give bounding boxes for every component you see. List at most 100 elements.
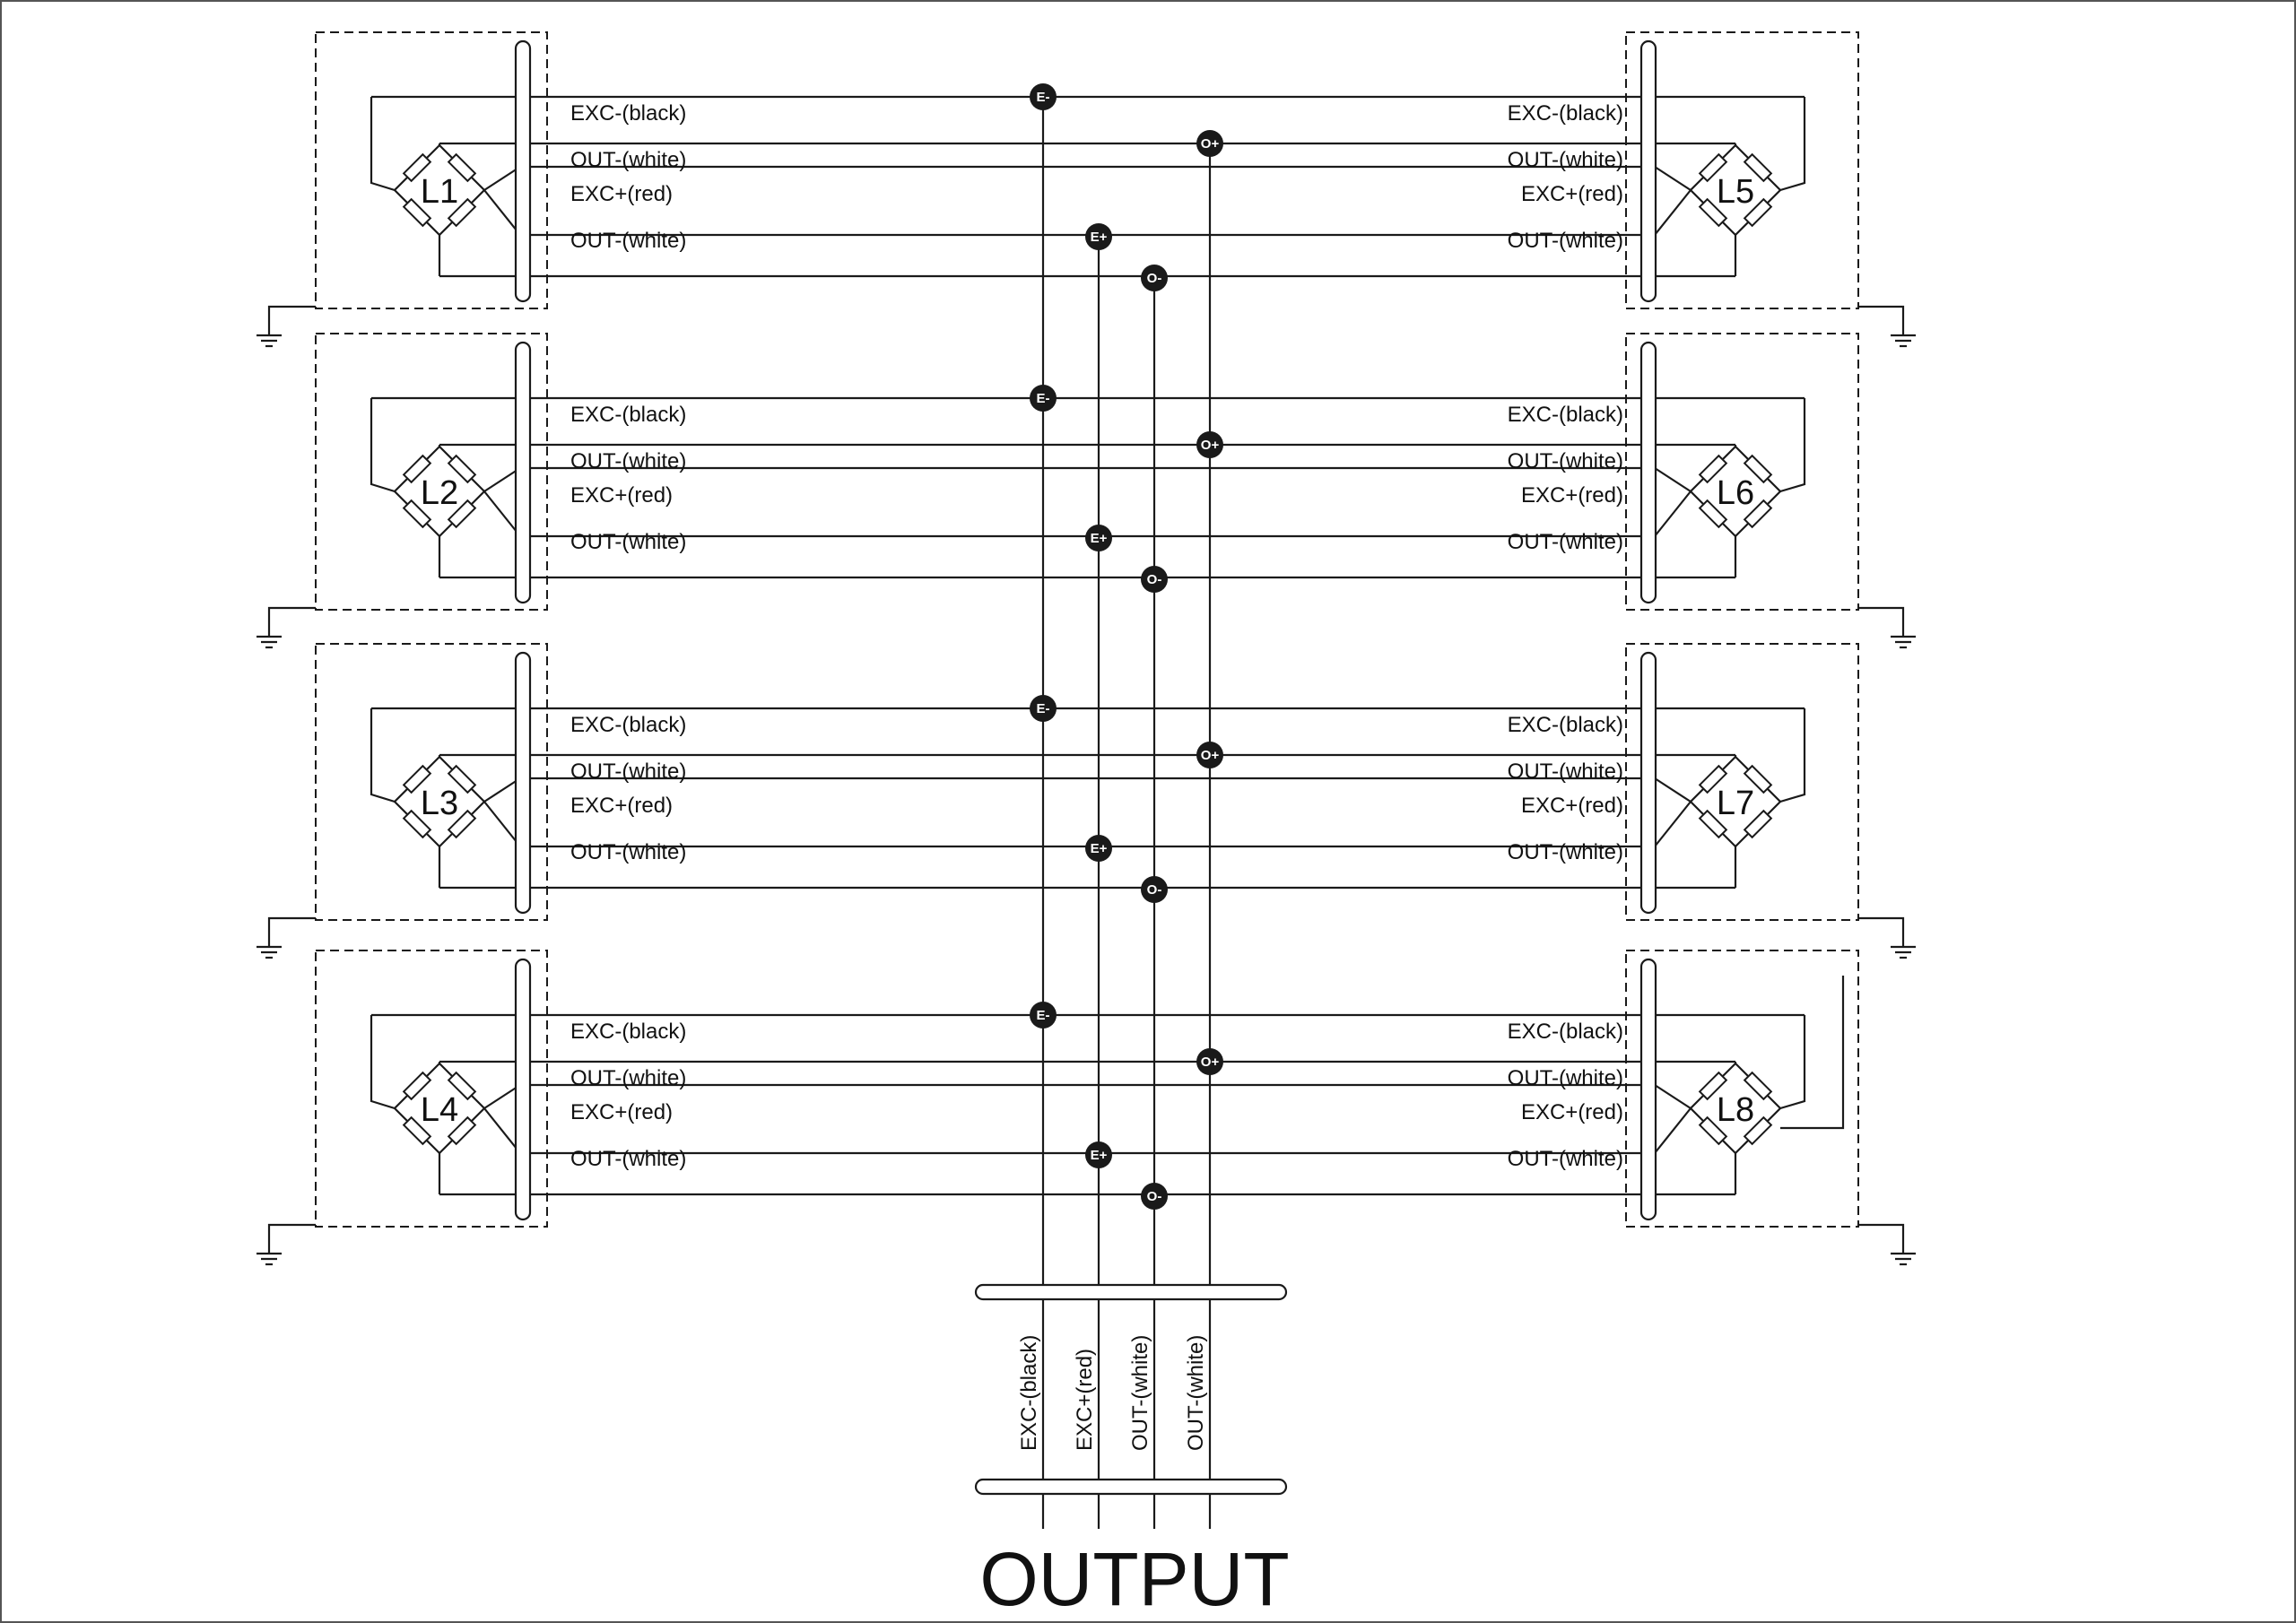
wire-label: OUT-(white): [570, 449, 686, 473]
cell-l6-resistor: [1698, 499, 1728, 529]
o-plus-node-label: O+: [1201, 748, 1220, 763]
cell-l6-shield: [1639, 341, 1657, 604]
wire-label: EXC+(red): [570, 182, 673, 206]
e-minus-node-label: E-: [1037, 1008, 1050, 1023]
cell-l5-resistor: [1743, 152, 1773, 183]
cell-l8-resistor: [1698, 1115, 1728, 1146]
cell-l1-label: L1: [421, 173, 458, 211]
cell-l6-ground-wire: [1858, 606, 1905, 619]
cell-l4-resistor: [402, 1115, 432, 1146]
cell-l4-shield: [514, 958, 532, 1221]
cell-l3-resistor: [402, 809, 432, 839]
wire-label: EXC-(black): [1508, 101, 1623, 126]
e-plus-node: [1085, 223, 1112, 250]
cell-l7-shield: [1639, 651, 1657, 915]
e-plus-node: [1085, 1141, 1112, 1168]
cell-l7-exc-lead: [1779, 708, 1806, 803]
o-plus-node: [1196, 431, 1223, 458]
e-minus-node-label: E-: [1037, 701, 1050, 716]
cell-l4-exc-lead: [370, 1015, 396, 1110]
wire-label: EXC+(red): [570, 483, 673, 508]
wire-label: OUT-(white): [570, 840, 686, 864]
cell-l5-housing: [1625, 31, 1859, 309]
cell-l4-exc-lead: [483, 1107, 521, 1154]
o-minus-node-label: O-: [1147, 572, 1162, 587]
o-minus-node: [1141, 1183, 1168, 1210]
cell-l7-ground-wire: [1858, 916, 1905, 929]
cell-l7-resistor: [1698, 809, 1728, 839]
cell-l6-exc-lead: [1779, 398, 1806, 493]
o-minus-node-label: O-: [1147, 271, 1162, 286]
wire-label: OUT-(white): [1508, 759, 1623, 784]
o-plus-node: [1196, 742, 1223, 768]
wiring-group: [257, 31, 1916, 1529]
wire-label: OUT-(white): [1508, 840, 1623, 864]
cell-l4-resistor: [447, 1071, 477, 1101]
cell-l3-exc-lead: [483, 777, 521, 803]
cell-l8-exc-lead: [1654, 1107, 1692, 1154]
o-minus-node: [1141, 265, 1168, 291]
cell-l2-resistor: [447, 499, 477, 529]
cell-l2-exc-lead: [370, 398, 396, 493]
cell-l3-exc-lead: [370, 708, 396, 803]
e-minus-node: [1030, 695, 1057, 722]
wire-label: OUT-(white): [1508, 148, 1623, 172]
cell-l3-resistor: [447, 809, 477, 839]
o-minus-node: [1141, 876, 1168, 903]
e-plus-node-label: E+: [1091, 230, 1108, 245]
e-minus-node-label: E-: [1037, 90, 1050, 105]
cell-l6-resistor: [1743, 454, 1773, 484]
cell-l2-exc-lead: [483, 490, 521, 537]
output-bus-bar-bottom: [974, 1478, 1288, 1496]
cell-l4-exc-lead: [483, 1084, 521, 1109]
cell-l1-resistor: [447, 197, 477, 228]
cell-l7-housing: [1625, 643, 1859, 921]
wire-label: OUT-(white): [570, 229, 686, 253]
o-minus-node-label: O-: [1147, 882, 1162, 898]
wire-label: EXC-(black): [1508, 403, 1623, 427]
wire-label: EXC-(black): [1508, 1020, 1623, 1044]
cell-l1-resistor: [447, 152, 477, 183]
cell-l2-resistor: [402, 454, 432, 484]
cell-l6-exc-lead: [1654, 490, 1692, 537]
cell-l5-resistor: [1698, 152, 1728, 183]
cell-l7-resistor: [1743, 764, 1773, 794]
o-minus-node: [1141, 566, 1168, 593]
output-bus-label: EXC+(red): [1073, 1349, 1097, 1451]
cell-l4-ground-wire: [267, 1223, 316, 1236]
e-minus-node: [1030, 385, 1057, 412]
cell-l8-label: L8: [1717, 1091, 1754, 1129]
cell-l3-label: L3: [421, 785, 458, 822]
cell-l2-ground-wire: [267, 606, 316, 619]
cell-l5-shield: [1639, 39, 1657, 303]
cell-l7-exc-lead: [1654, 777, 1692, 803]
e-plus-node: [1085, 525, 1112, 551]
cell-l4-resistor: [447, 1115, 477, 1146]
cell-l4-label: L4: [421, 1091, 458, 1129]
wire-label: EXC-(black): [570, 713, 686, 737]
cell-l3-housing: [315, 643, 548, 921]
e-plus-node-label: E+: [1091, 841, 1108, 856]
cell-l6-exc-lead: [1654, 467, 1692, 492]
cell-l2-exc-lead: [483, 467, 521, 492]
cell-l8-resistor: [1743, 1115, 1773, 1146]
cell-l2-shield: [514, 341, 532, 604]
cell-l8-resistor: [1698, 1071, 1728, 1101]
wire-label: EXC+(red): [1521, 794, 1623, 818]
wire-label: EXC+(red): [570, 1100, 673, 1124]
cell-l2-label: L2: [421, 474, 458, 512]
cell-l6-label: L6: [1717, 474, 1754, 512]
e-minus-node-label: E-: [1037, 391, 1050, 406]
cell-l5-ground-wire: [1858, 305, 1905, 317]
cell-l1-shield: [514, 39, 532, 303]
cell-l1-exc-lead: [370, 97, 396, 192]
o-plus-node: [1196, 130, 1223, 157]
cell-l1-exc-lead: [483, 189, 521, 236]
wire-label: OUT-(white): [570, 148, 686, 172]
cell-l1-exc-lead: [483, 166, 521, 191]
wire-label: EXC+(red): [1521, 1100, 1623, 1124]
wire-label: EXC+(red): [1521, 182, 1623, 206]
cell-l2-resistor: [447, 454, 477, 484]
cell-l5-resistor: [1743, 197, 1773, 228]
cell-l2-resistor: [402, 499, 432, 529]
